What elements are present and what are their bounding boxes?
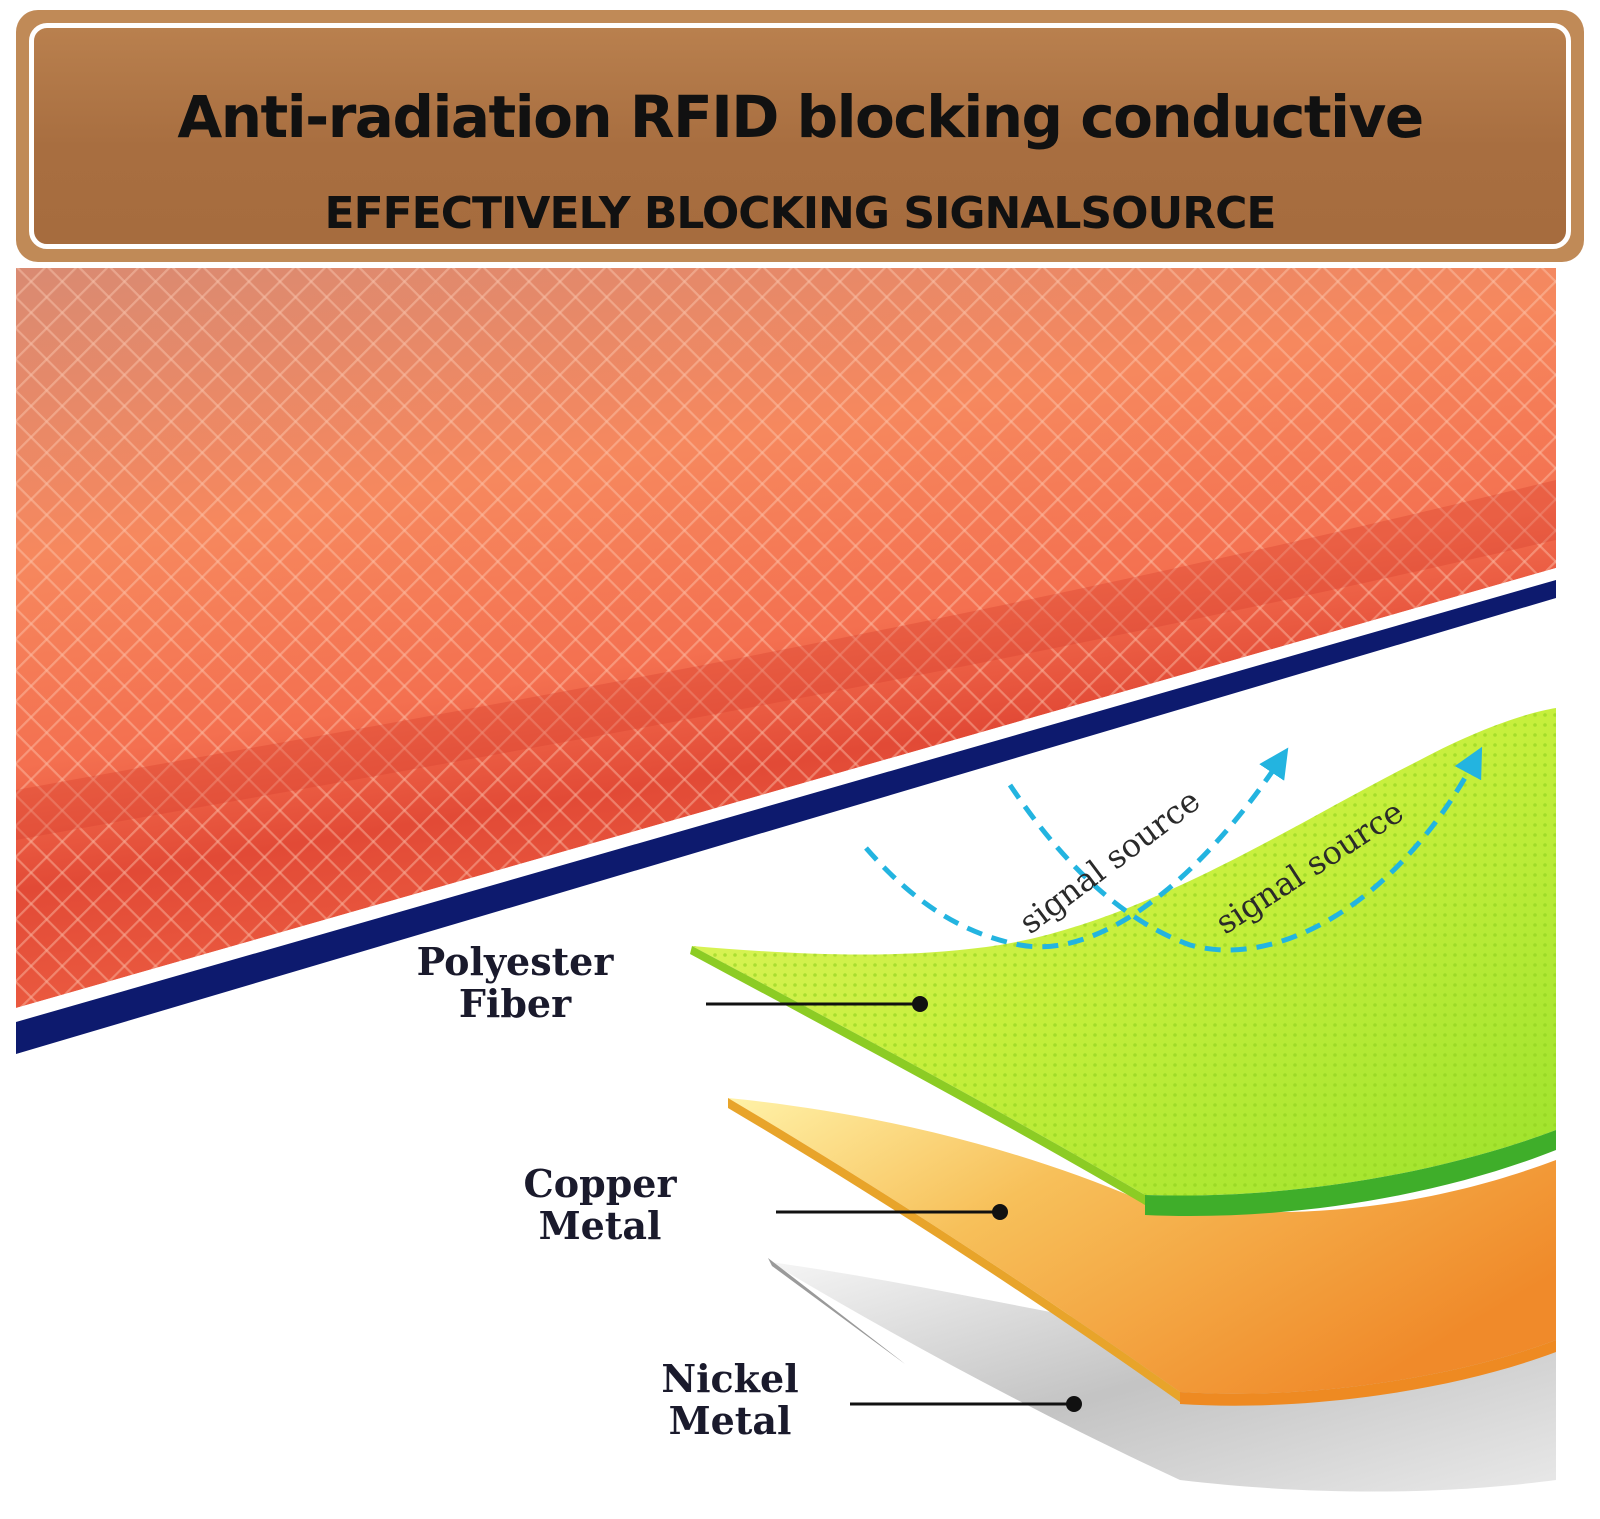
banner-title: Anti-radiation RFID blocking conductive xyxy=(177,83,1424,151)
copper-metal-edge xyxy=(728,1098,1180,1402)
fabric-layers-illustration: signal source signal source xyxy=(16,268,1556,1492)
leader-dot-polyester xyxy=(912,996,928,1012)
label-nickel-line2: Metal xyxy=(668,1397,792,1443)
polyester-fiber-edge xyxy=(690,946,1145,1205)
label-polyester-line1: Polyester xyxy=(416,939,614,984)
copper-metal-layer xyxy=(728,1098,1556,1394)
label-copper-metal: Copper Metal xyxy=(500,1163,700,1247)
banner-subtitle: EFFECTIVELY BLOCKING SIGNALSOURCE xyxy=(324,188,1277,239)
signal-arrow-incoming-2 xyxy=(1007,746,1483,953)
rfid-fabric-mesh xyxy=(16,268,1556,1008)
fabric-fold-shadow xyxy=(16,480,1556,840)
signal-arrow-incoming-1 xyxy=(864,747,1289,950)
label-copper-line2: Metal xyxy=(538,1202,662,1248)
label-polyester-line2: Fiber xyxy=(458,980,572,1026)
leader-dot-nickel xyxy=(1066,1396,1082,1412)
header-banner-inner: Anti-radiation RFID blocking conductive … xyxy=(29,23,1571,249)
polyester-fiber-bottom-edge xyxy=(1145,1130,1556,1217)
leader-dot-copper xyxy=(992,1204,1008,1220)
copper-metal-bottom-edge xyxy=(1180,1340,1556,1406)
header-banner: Anti-radiation RFID blocking conductive … xyxy=(16,10,1584,262)
label-nickel-metal: Nickel Metal xyxy=(640,1358,820,1442)
label-copper-line1: Copper xyxy=(523,1161,677,1206)
fabric-edge-white xyxy=(16,568,1556,1022)
label-nickel-line1: Nickel xyxy=(661,1356,799,1401)
fabric-edge-navy-stripe xyxy=(16,580,1556,1054)
polyester-fiber-mesh xyxy=(692,708,1556,1196)
nickel-metal-edge xyxy=(768,1258,905,1364)
label-polyester-fiber: Polyester Fiber xyxy=(400,941,630,1025)
